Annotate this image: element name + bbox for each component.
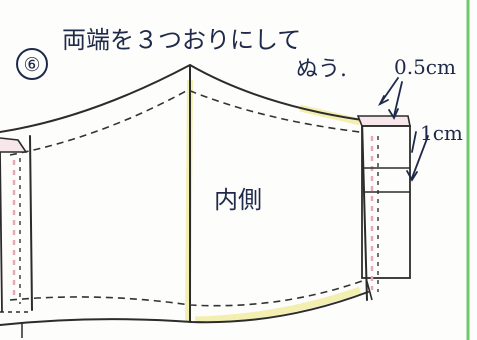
seam-allowance-label: 0.5cm	[394, 55, 456, 79]
mask-outline	[0, 63, 369, 326]
right-fold-section	[356, 115, 411, 301]
step-number: ⑥	[16, 48, 48, 80]
instruction-line1: 両端を３つおりにして	[62, 26, 301, 54]
left-fold-section	[0, 137, 32, 338]
bottom-highlight	[194, 286, 362, 324]
stitch-lines	[9, 89, 366, 307]
annotation-arrows	[377, 77, 429, 182]
fold-width-label: 1cm	[420, 121, 463, 145]
inside-label: 内側	[214, 186, 262, 214]
instruction-line2: ぬう.	[296, 57, 347, 82]
svg-text:⑥: ⑥	[23, 54, 40, 76]
